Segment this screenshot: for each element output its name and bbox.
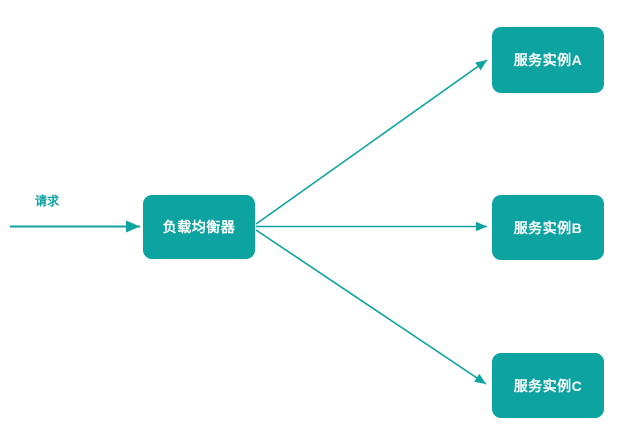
service-instance-a-node-label: 服务实例A [513, 52, 583, 68]
service-instance-c-node-label: 服务实例C [513, 377, 583, 394]
edge-to-instance-c-arrow [255, 229, 487, 385]
edge-to-instance-a-arrow [255, 59, 488, 225]
load-balancer-node-label: 负载均衡器 [162, 219, 236, 235]
service-instance-b-node[interactable]: 服务实例B [492, 195, 604, 260]
service-instance-a-node[interactable]: 服务实例A [492, 27, 604, 93]
load-balancer-node[interactable]: 负载均衡器 [143, 195, 255, 259]
service-instance-c-node[interactable]: 服务实例C [492, 353, 604, 418]
service-instance-b-node-label: 服务实例B [513, 219, 583, 236]
edge-label-request: 请求 [35, 194, 60, 208]
